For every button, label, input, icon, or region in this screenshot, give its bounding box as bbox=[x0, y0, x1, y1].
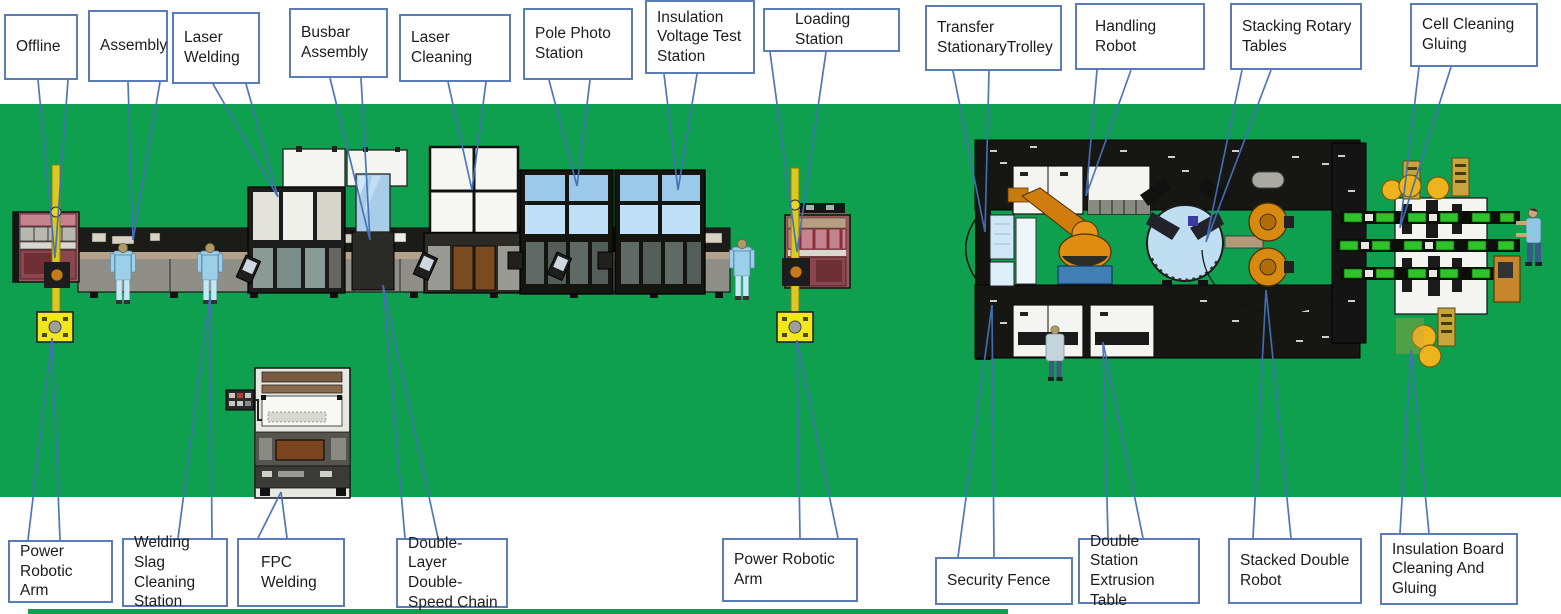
callout-power-robotic-arm-left: Power Robotic Arm bbox=[8, 540, 113, 603]
callout-offline: Offline bbox=[4, 14, 78, 80]
callout-leader-lines bbox=[27, 51, 1452, 558]
callout-stacking-rotary-tables: Stacking Rotary Tables bbox=[1230, 3, 1362, 70]
callout-transfer-stationary-trolley: Transfer StationaryTrolley bbox=[925, 5, 1062, 71]
callout-laser-welding: Laser Welding bbox=[172, 12, 260, 84]
callout-insulation-voltage-test-station: Insulation Voltage Test Station bbox=[645, 0, 755, 74]
extrusion-table-top-cabinets bbox=[1012, 165, 1151, 215]
machine-gluing-line bbox=[1331, 142, 1521, 368]
machine-pole-photo-station bbox=[519, 169, 614, 295]
callout-busbar-assembly: Busbar Assembly bbox=[289, 8, 388, 78]
extrusion-table-bottom-cabinets bbox=[1012, 304, 1155, 358]
stacked-double-robot bbox=[1224, 202, 1294, 287]
control-cabinet-orange bbox=[1493, 255, 1521, 303]
workers bbox=[110, 208, 1542, 381]
callout-welding-slag-cleaning-station: Welding Slag Cleaning Station bbox=[122, 534, 228, 610]
callout-double-layer-double-speed-chain: Double-Layer Double-Speed Chain bbox=[396, 535, 508, 611]
callout-double-station-extrusion-table: Double Station Extrusion Table bbox=[1078, 533, 1200, 609]
callout-power-robotic-arm-right: Power Robotic Arm bbox=[722, 538, 858, 602]
handling-robot bbox=[1007, 187, 1113, 285]
conveyor-rails-green bbox=[1336, 211, 1520, 280]
power-robotic-arm-right bbox=[776, 167, 814, 343]
transfer-stationary-trolley bbox=[989, 214, 1037, 287]
callout-security-fence: Security Fence bbox=[935, 557, 1073, 605]
machine-fpc-welding bbox=[225, 367, 351, 499]
callout-insulation-board-cleaning-and-gluing: Insulation Board Cleaning And Gluing bbox=[1380, 533, 1518, 605]
worker bbox=[1516, 208, 1542, 266]
callout-loading-station: Loading Station bbox=[763, 8, 900, 52]
callout-stacked-double-robot: Stacked Double Robot bbox=[1228, 538, 1362, 604]
callout-assembly: Assembly bbox=[88, 10, 168, 82]
callout-fpc-welding: FPC Welding bbox=[237, 538, 345, 607]
operator-monitors bbox=[235, 251, 614, 285]
cell-stacking-area bbox=[965, 139, 1361, 360]
callout-pole-photo-station: Pole Photo Station bbox=[523, 8, 633, 80]
glue-drums-top bbox=[1381, 157, 1470, 201]
fpc-pendant-panel bbox=[225, 389, 262, 421]
security-fence-arc-left bbox=[965, 209, 984, 289]
floor-strip-bottom bbox=[28, 609, 1008, 614]
callout-handling-robot: Handling Robot bbox=[1075, 3, 1205, 70]
callout-cell-cleaning-gluing: Cell Cleaning Gluing bbox=[1410, 3, 1538, 67]
machine-insulation-voltage-test-station bbox=[614, 169, 706, 295]
machine-laser-welding bbox=[247, 146, 408, 294]
callout-laser-cleaning: Laser Cleaning bbox=[399, 14, 511, 82]
glue-drums-bottom bbox=[1396, 307, 1456, 368]
worker bbox=[1045, 325, 1065, 381]
